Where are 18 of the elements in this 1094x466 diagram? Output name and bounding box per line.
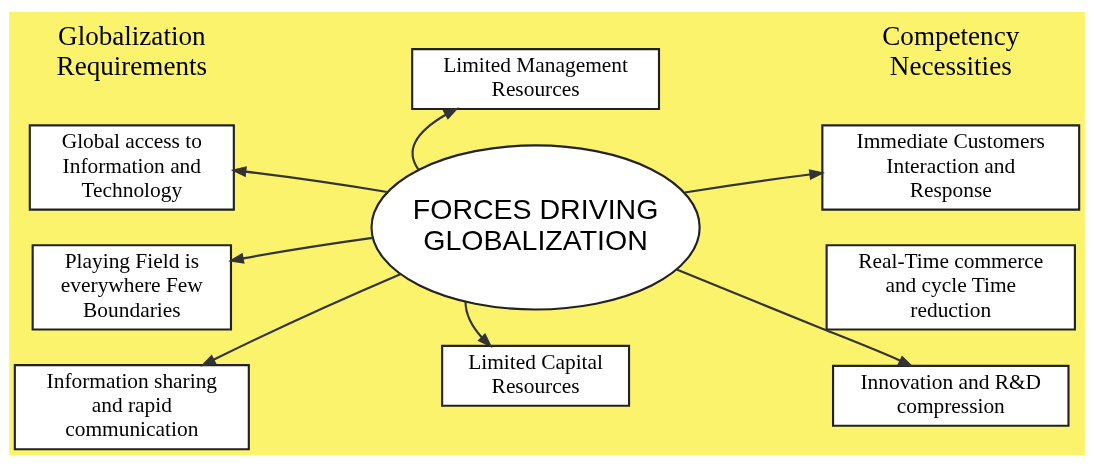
node-box: Limited Capital Resources xyxy=(441,344,631,407)
node-box: Innovation and R&D compression xyxy=(832,364,1070,427)
node-ellipse: FORCES DRIVING GLOBALIZATION xyxy=(370,143,701,311)
node-box: Real-Time commerce and cycle Time reduction xyxy=(825,243,1076,330)
label: Globalization Requirements xyxy=(56,20,208,81)
node-box: Playing Field is everywhere Few Boundaries xyxy=(31,243,233,330)
node-box: Limited Management Resources xyxy=(411,47,661,110)
node-box: Immediate Customers Interaction and Response xyxy=(821,123,1081,211)
arrow xyxy=(228,236,373,264)
arrow xyxy=(464,301,493,348)
arrow xyxy=(230,165,388,193)
node-box: Global access to Information and Technology xyxy=(28,123,235,211)
arrow xyxy=(200,272,401,366)
arrow xyxy=(411,107,459,170)
arrow xyxy=(676,268,914,367)
label: Competency Necessities xyxy=(882,20,1020,81)
arrow xyxy=(684,168,825,194)
node-box: Information sharing and rapid communication xyxy=(13,363,250,450)
